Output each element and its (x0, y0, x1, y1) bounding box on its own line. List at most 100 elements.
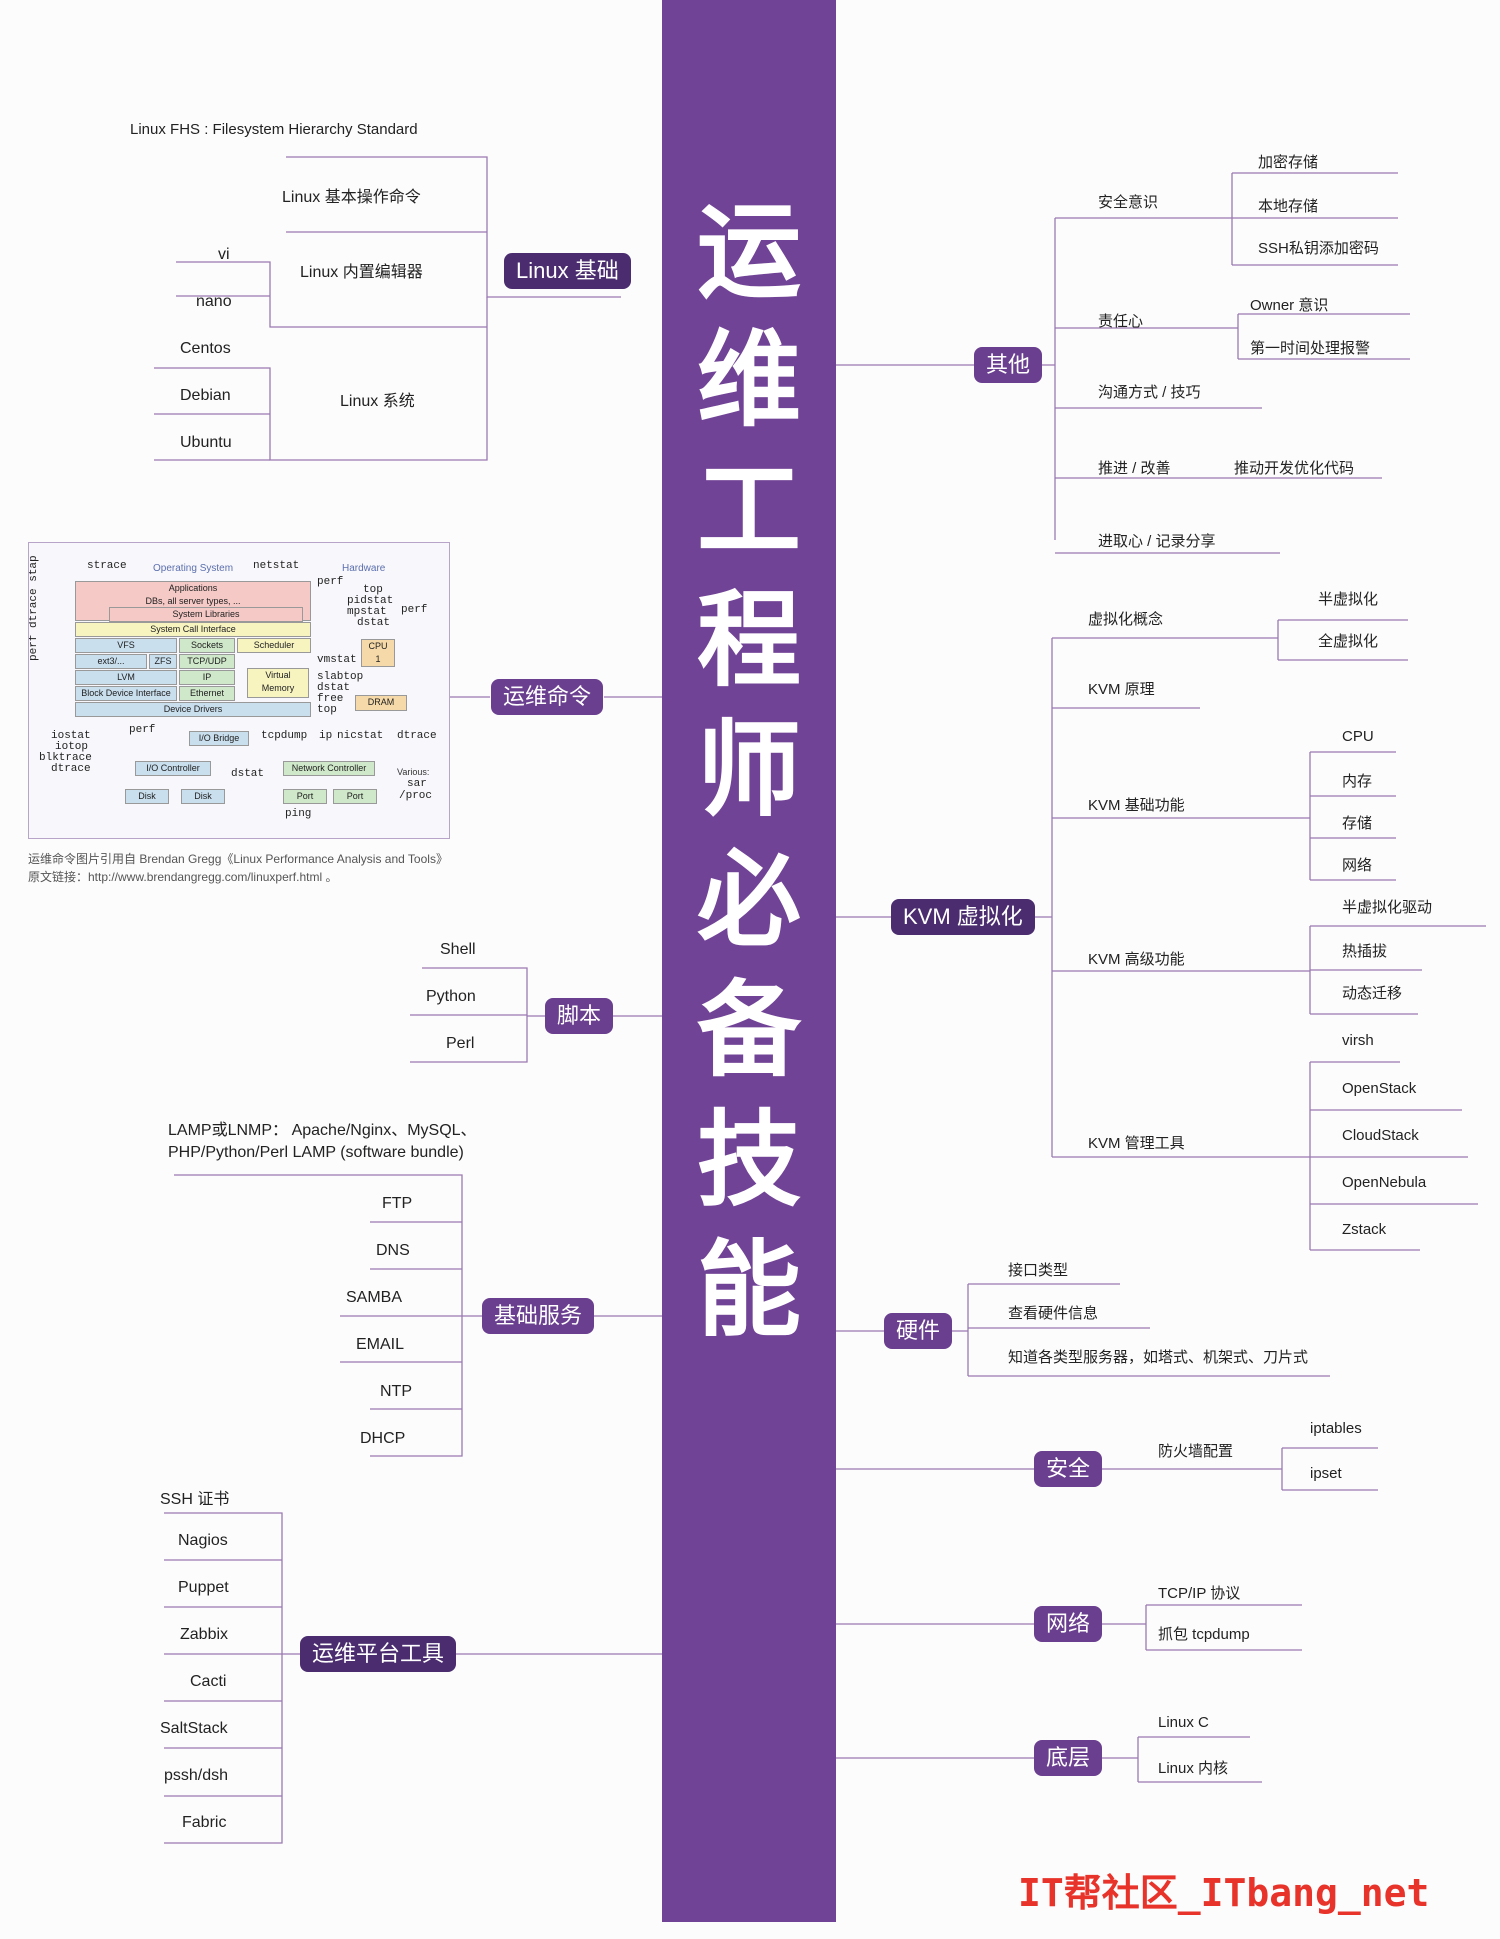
full-virtualization: 全虚拟化 (1318, 633, 1379, 650)
node-security[interactable]: 安全 (1034, 1451, 1103, 1487)
tool-perf-dtrace-stap: perf dtrace stap (28, 555, 40, 661)
motivation: 进取心 / 记录分享 (1098, 533, 1216, 550)
tool-nicstat: nicstat (337, 730, 384, 742)
kvm-network: 网络 (1342, 857, 1373, 874)
kvm-concept: 虚拟化概念 (1088, 611, 1164, 628)
layer-scheduler: Scheduler (237, 638, 311, 653)
tool-perf: perf (401, 604, 428, 616)
kvm-zstack: Zstack (1342, 1221, 1387, 1238)
hw-port: Port (333, 789, 377, 804)
ipset: ipset (1310, 1465, 1342, 1482)
tool-ssh-cert: SSH 证书 (160, 1491, 230, 1508)
tool-netstat: netstat (253, 560, 300, 572)
layer-system-libraries: System Libraries (109, 607, 303, 622)
tool-free: free (317, 693, 344, 705)
node-kvm[interactable]: KVM 虚拟化 (891, 899, 1035, 935)
linux-systems: Linux 系统 (340, 393, 415, 410)
node-network[interactable]: 网络 (1034, 1606, 1103, 1642)
layer-tcp-udp: TCP/UDP (179, 654, 235, 669)
tool-vmstat: vmstat (317, 654, 357, 666)
layer-block-device: Block Device Interface (75, 686, 177, 701)
tool-slabtop: slabtop (317, 671, 364, 683)
linux-fhs: Linux FHS : Filesystem Hierarchy Standar… (130, 121, 418, 138)
layer-sockets: Sockets (179, 638, 235, 653)
node-bottom-layer[interactable]: 底层 (1034, 1740, 1103, 1776)
title-char: 维 (696, 319, 801, 441)
tool-top: top (363, 584, 383, 596)
service-ntp: NTP (380, 1383, 412, 1400)
communication: 沟通方式 / 技巧 (1098, 384, 1201, 401)
script-shell: Shell (440, 941, 476, 958)
tool-puppet: Puppet (178, 1579, 229, 1596)
title-char: 工 (696, 449, 801, 571)
layer-zfs: ZFS (149, 654, 177, 669)
hw-disk: Disk (125, 789, 169, 804)
fig-hw-label: Hardware (342, 563, 386, 574)
hw-dram: DRAM (355, 695, 407, 711)
tool-cacti: Cacti (190, 1673, 227, 1690)
watermark: IT帮社区_ITbang_net (1018, 1871, 1430, 1915)
node-scripts[interactable]: 脚本 (545, 998, 614, 1034)
owner-awareness: Owner 意识 (1250, 297, 1329, 314)
tool-sar: sar (407, 778, 427, 790)
handle-alerts: 第一时间处理报警 (1250, 340, 1371, 357)
tcp-ip: TCP/IP 协议 (1158, 1585, 1241, 1602)
fig-os-label: Operating System (153, 563, 234, 574)
kvm-cpu: CPU (1342, 728, 1374, 745)
hw-port: Port (283, 789, 327, 804)
kvm-pv-driver: 半虚拟化驱动 (1342, 899, 1433, 916)
node-ops-commands[interactable]: 运维命令 (491, 679, 604, 715)
layer-ethernet: Ethernet (179, 686, 235, 701)
linux-kernel: Linux 内核 (1158, 1760, 1229, 1777)
layer-vfs: VFS (75, 638, 177, 653)
tool-nagios: Nagios (178, 1532, 228, 1549)
editor-nano: nano (196, 293, 232, 310)
node-linux-basics[interactable]: Linux 基础 (504, 253, 631, 289)
layer-ext3: ext3/... (75, 654, 147, 669)
service-dns: DNS (376, 1242, 410, 1259)
hw-io-bridge: I/O Bridge (189, 731, 249, 746)
title-char: 师 (696, 709, 801, 831)
linux-commands: Linux 基本操作命令 (282, 189, 421, 206)
tcpdump: 抓包 tcpdump (1158, 1626, 1250, 1643)
node-platform-tools[interactable]: 运维平台工具 (300, 1636, 457, 1672)
tool-strace: strace (87, 560, 127, 572)
encrypted-storage: 加密存储 (1258, 154, 1319, 171)
system-debian: Debian (180, 387, 231, 404)
editor-vi: vi (218, 246, 230, 263)
tool-iostat: iostat (51, 730, 91, 742)
security-awareness: 安全意识 (1098, 194, 1159, 211)
kvm-mgmt: KVM 管理工具 (1088, 1135, 1185, 1152)
para-virtualization: 半虚拟化 (1318, 591, 1379, 608)
central-spine (662, 0, 836, 1922)
ssh-key-password: SSH私钥添加密码 (1258, 240, 1379, 257)
kvm-openstack: OpenStack (1342, 1080, 1417, 1097)
tool-dtrace: dtrace (51, 763, 91, 775)
tool-dstat: dstat (317, 682, 351, 694)
service-ftp: FTP (382, 1195, 413, 1212)
title-char: 能 (696, 1229, 801, 1351)
service-email: EMAIL (356, 1336, 405, 1353)
system-centos: Centos (180, 340, 231, 357)
tool-dtrace: dtrace (397, 730, 437, 742)
tool-iotop: iotop (55, 741, 89, 753)
node-basic-services[interactable]: 基础服务 (482, 1298, 595, 1334)
tool-zabbix: Zabbix (180, 1626, 229, 1643)
figure-source-link[interactable]: 原文链接：http://www.brendangregg.com/linuxpe… (28, 870, 338, 884)
tool-tcpdump: tcpdump (261, 730, 308, 742)
hw-io-controller: I/O Controller (135, 761, 211, 776)
kvm-memory: 内存 (1342, 773, 1373, 790)
service-dhcp: DHCP (360, 1430, 406, 1447)
node-hardware[interactable]: 硬件 (884, 1313, 953, 1349)
kvm-principle: KVM 原理 (1088, 681, 1155, 698)
title-char: 运 (696, 191, 801, 313)
tool-ip: ip (319, 730, 333, 742)
tool-dstat: dstat (231, 768, 265, 780)
title-char: 备 (696, 969, 801, 1091)
linux-editors: Linux 内置编辑器 (300, 264, 423, 281)
node-other[interactable]: 其他 (974, 347, 1043, 383)
tool-perf: perf (129, 724, 156, 736)
local-storage: 本地存储 (1258, 198, 1319, 215)
